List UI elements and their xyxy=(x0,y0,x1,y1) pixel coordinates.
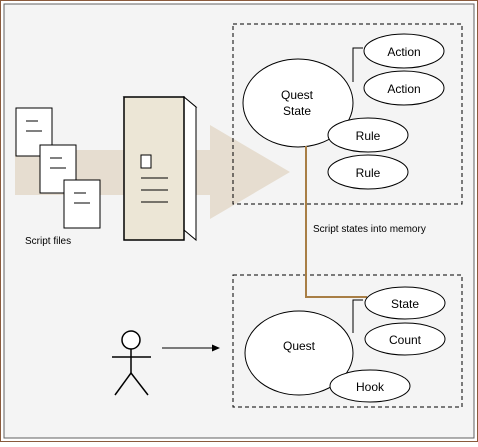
hook-node-label: Hook xyxy=(356,380,385,394)
script-states-label: Script states into memory xyxy=(313,224,426,235)
action-node xyxy=(363,33,445,69)
action-bracket xyxy=(352,47,363,82)
document-icon xyxy=(63,179,101,229)
action-node-label: Action xyxy=(387,45,420,59)
rule-node-label: Rule xyxy=(356,166,381,180)
state-bracket xyxy=(352,299,363,333)
runtime-box xyxy=(232,274,463,408)
quest-state-label-line1: Quest xyxy=(281,88,314,102)
state-node xyxy=(364,286,446,320)
memory-box xyxy=(232,23,463,205)
quest-state-node xyxy=(242,58,354,148)
server-icon xyxy=(122,95,198,242)
script-files-label: Script files xyxy=(25,236,71,247)
quest-node xyxy=(244,310,354,396)
quest-state-label-line2: State xyxy=(283,104,311,118)
hook-node xyxy=(329,369,411,403)
state-connector xyxy=(305,146,367,298)
action-node xyxy=(363,70,445,106)
action-node-label: Action xyxy=(387,82,420,96)
player-arrow xyxy=(162,344,220,352)
count-node-label: Count xyxy=(389,333,422,347)
count-node xyxy=(364,322,446,356)
rule-node-label: Rule xyxy=(356,129,381,143)
rule-node xyxy=(327,154,409,190)
script-files-icon xyxy=(15,107,101,229)
player-icon xyxy=(112,330,151,396)
rule-node xyxy=(327,117,409,153)
quest-node-label: Quest xyxy=(283,339,316,353)
state-node-label: State xyxy=(391,297,419,311)
